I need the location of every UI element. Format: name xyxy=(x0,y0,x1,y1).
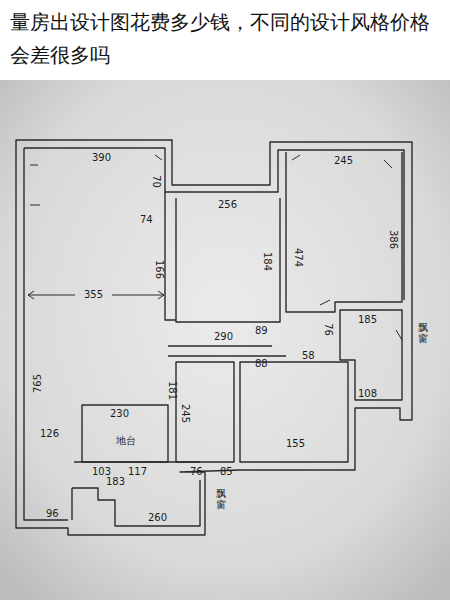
dimension-number: 155 xyxy=(286,438,305,449)
dimension-number: 88 xyxy=(255,358,268,369)
dimension-number: 108 xyxy=(358,388,377,399)
dimension-number: 181 xyxy=(167,381,178,400)
dimension-number: 76 xyxy=(190,466,203,477)
dimension-number: 96 xyxy=(46,508,59,519)
dimension-number: 245 xyxy=(334,155,353,166)
dimension-number: 70 xyxy=(151,175,162,188)
dimension-number: 85 xyxy=(220,466,233,477)
dimension-number: 76 xyxy=(323,323,334,336)
dimension-number: 256 xyxy=(218,199,237,210)
dimension-number: 166 xyxy=(154,260,165,279)
dimension-number: 117 xyxy=(128,466,147,477)
dimension-number: 185 xyxy=(358,314,377,325)
dimension-number: 184 xyxy=(262,252,273,271)
vertical-note: 飘窗 xyxy=(216,488,226,510)
dimension-number: 260 xyxy=(148,512,167,523)
dimension-number: 765 xyxy=(32,374,43,393)
dimension-number: 103 xyxy=(92,466,111,477)
page-title: 量房出设计图花费多少钱，不同的设计风格价格会差很多吗 xyxy=(10,6,442,72)
dimension-number: 74 xyxy=(140,214,153,225)
dimension-number: 89 xyxy=(255,325,268,336)
dimension-number: 126 xyxy=(40,428,59,439)
vertical-note: 飘窗 xyxy=(418,322,428,344)
dimension-number: 355 xyxy=(84,289,103,300)
dimension-number: 58 xyxy=(302,350,315,361)
dimension-number: 地台 xyxy=(116,435,136,446)
dimension-number: 290 xyxy=(214,331,233,342)
dimension-number: 230 xyxy=(110,408,129,419)
dimension-number: 245 xyxy=(180,404,191,423)
dimension-number: 386 xyxy=(388,230,399,249)
dimension-number: 390 xyxy=(92,152,111,163)
dimension-number: 183 xyxy=(106,476,125,487)
dimension-number: 474 xyxy=(293,248,304,267)
